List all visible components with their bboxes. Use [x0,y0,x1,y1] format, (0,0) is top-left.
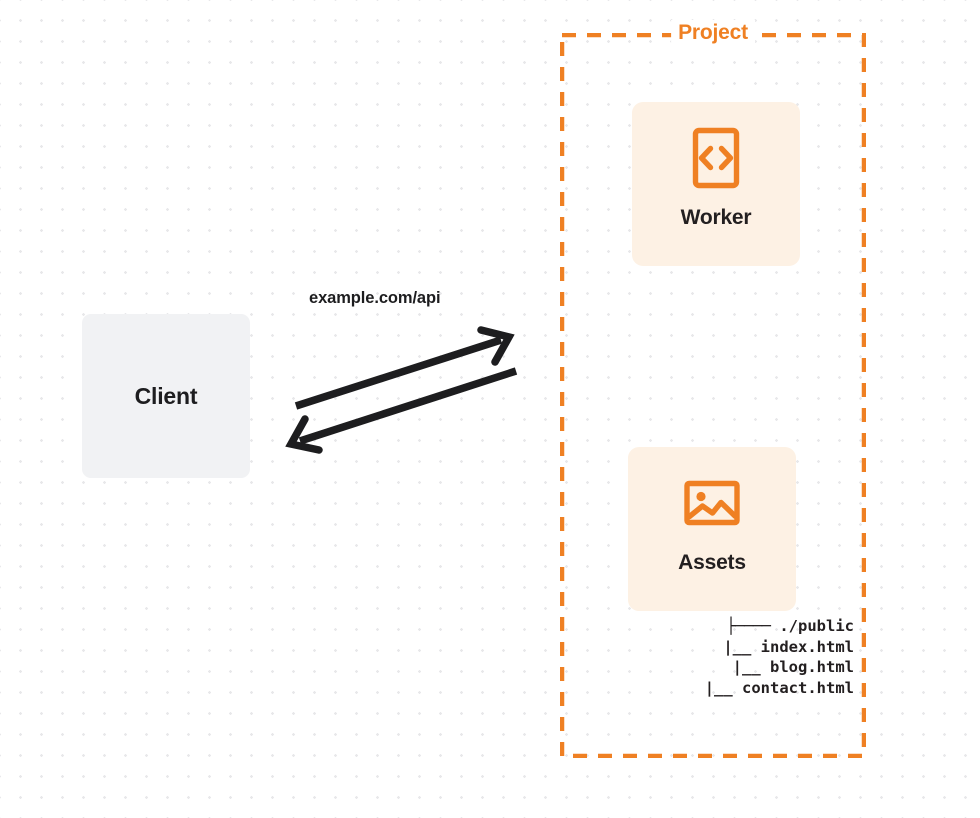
worker-card: Worker [632,102,800,266]
request-url-label: example.com/api [309,289,441,307]
assets-card-label: Assets [678,551,746,574]
client-node: Client [82,314,250,478]
file-tree-row: |__ blog.html [604,657,854,678]
tree-item-name: blog.html [770,658,854,676]
file-tree-row: ├──── ./public [604,616,854,637]
code-brackets-icon [692,127,740,189]
tree-item-name: contact.html [742,678,854,697]
project-title: Project [671,20,755,46]
tree-item-name: ./public [779,617,854,635]
tree-branch: ├──── [726,617,780,635]
assets-card: Assets [628,447,796,611]
tree-branch: |__ [723,637,761,656]
file-tree-row: |__ contact.html [604,678,854,699]
tree-item-name: index.html [760,637,854,656]
request-arrow [294,326,515,410]
worker-card-label: Worker [680,206,752,229]
assets-file-tree: ├──── ./public |__ index.html |__ blog.h… [604,616,854,698]
tree-branch: |__ [732,658,770,676]
client-label: Client [134,382,198,409]
project-container: Project Worker Assets ├──── ./public |__… [560,20,866,758]
response-arrow [285,367,518,454]
file-tree-row: |__ index.html [604,637,854,658]
tree-branch: |__ [704,678,743,697]
image-icon [684,480,740,526]
